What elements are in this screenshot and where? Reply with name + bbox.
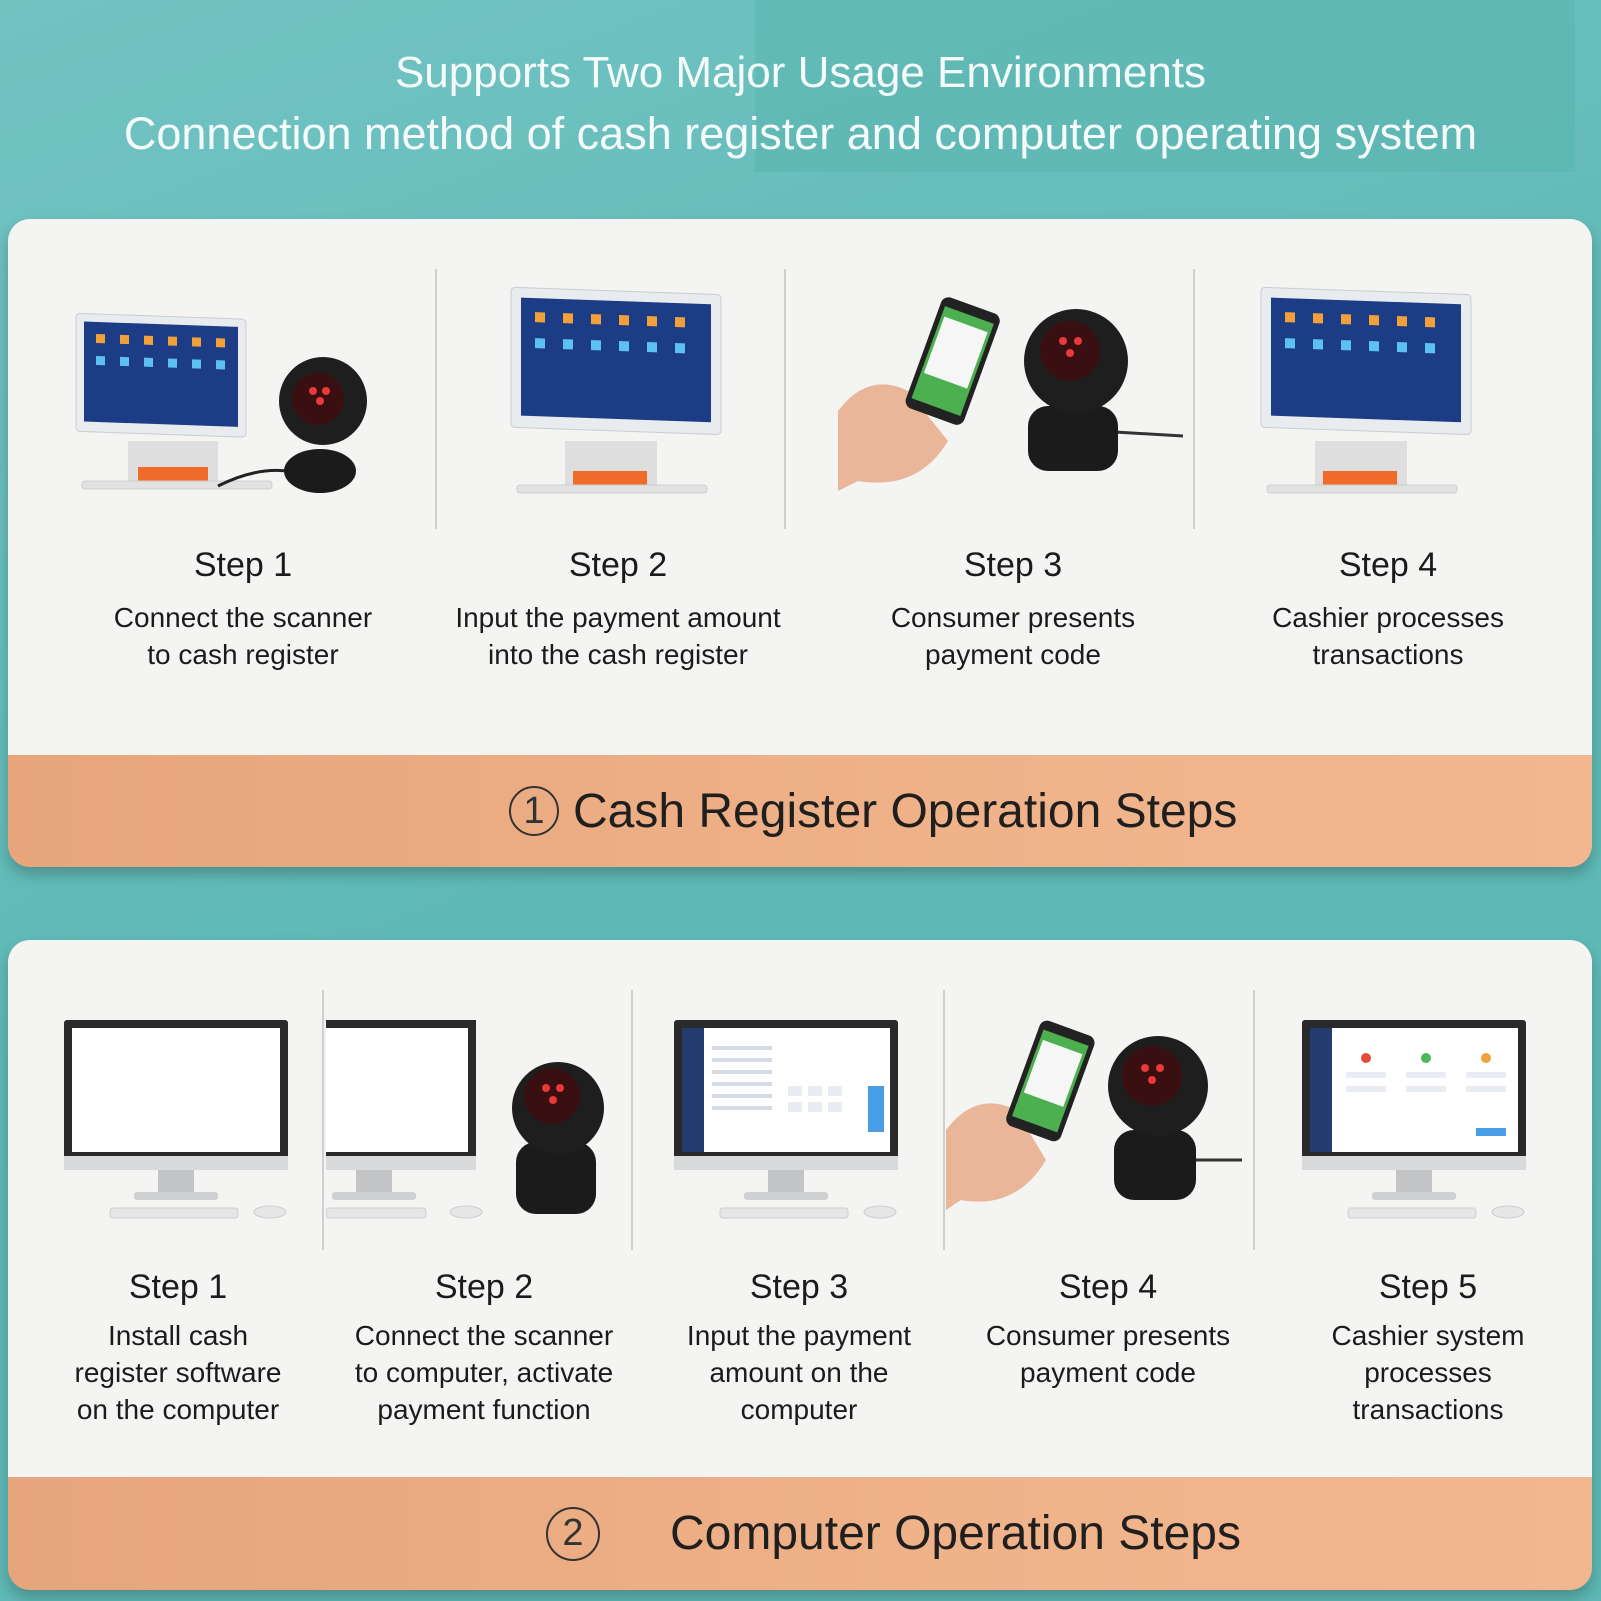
computer-section-band: 2 Computer Operation Steps — [8, 1477, 1592, 1590]
step-divider — [784, 269, 786, 529]
section-number-badge: 2 — [546, 1506, 600, 1561]
section-number-badge: 1 — [509, 786, 559, 836]
pos-terminal-image — [1260, 286, 1472, 494]
phone-and-scanner-image — [946, 1020, 1242, 1210]
step-label: Step 1 — [193, 546, 293, 584]
monitor-and-scanner-image — [326, 1020, 604, 1219]
monitor-with-cashier-system-image — [1302, 1020, 1526, 1219]
monitor-with-pos-software-image — [674, 1020, 898, 1219]
step-divider — [322, 990, 324, 1250]
step-divider — [631, 990, 633, 1250]
step-label: Step 3 — [749, 1268, 849, 1306]
header-subtitle: Connection method of cash register and c… — [123, 108, 1478, 159]
pos-terminal-image — [510, 286, 722, 494]
section-title-text: Cash Register Operation Steps — [573, 784, 1238, 838]
header-title: Supports Two Major Usage Environments — [394, 48, 1207, 97]
cash-register-section-band: 1 Cash Register Operation Steps — [8, 755, 1592, 867]
header-band — [755, 0, 1575, 172]
step-label: Step 2 — [434, 1268, 534, 1306]
step-divider — [943, 990, 945, 1250]
step-label: Step 5 — [1378, 1268, 1478, 1306]
cash-register-section-title: 1 Cash Register Operation Steps — [509, 755, 1237, 867]
step-divider — [435, 269, 437, 529]
step-label: Step 4 — [1338, 546, 1438, 584]
blank-monitor-image — [64, 1020, 288, 1219]
step-label: Step 3 — [963, 546, 1063, 584]
computer-section-title: 2 Computer Operation Steps — [546, 1477, 1241, 1590]
step-label: Step 2 — [568, 546, 668, 584]
step-divider — [1193, 269, 1195, 529]
step-divider — [1253, 990, 1255, 1250]
step-label: Step 4 — [1058, 1268, 1158, 1306]
pos-terminal-with-scanner-image — [75, 312, 367, 493]
step-label: Step 1 — [128, 1268, 228, 1306]
section-title-text: Computer Operation Steps — [670, 1507, 1241, 1560]
phone-and-scanner-image — [838, 297, 1184, 491]
